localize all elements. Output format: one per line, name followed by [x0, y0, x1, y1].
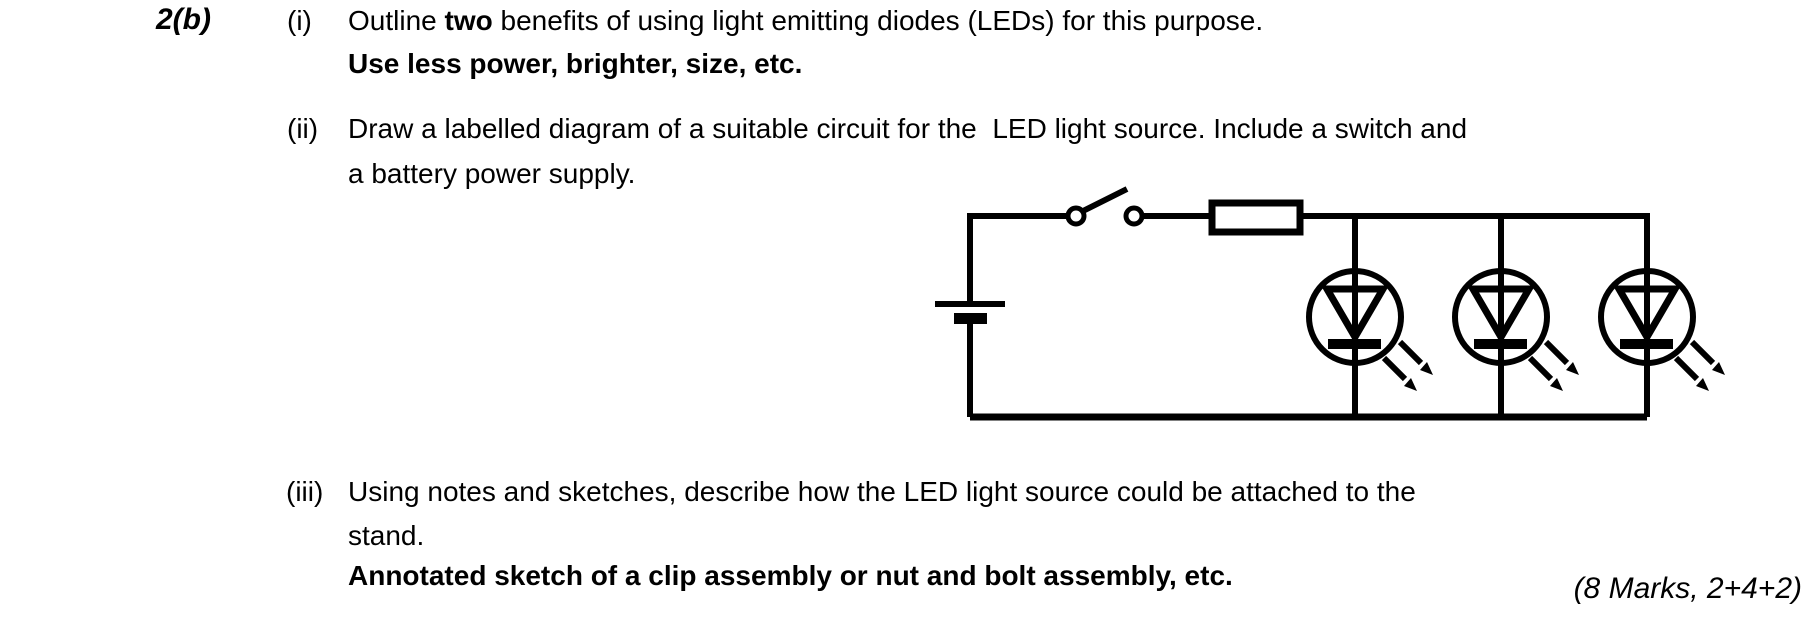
battery-symbol — [935, 301, 1005, 324]
part-ii-prompt-line2: a battery power supply. — [348, 158, 636, 189]
switch-contact-right — [1123, 205, 1145, 227]
part-i-prompt-bold: two — [444, 5, 493, 36]
wire-resistor-to-right — [1300, 213, 1650, 417]
part-iii-prompt-line1: Using notes and sketches, describe how t… — [348, 476, 1416, 507]
part-iii-label: (iii) — [286, 476, 324, 507]
part-i-prompt-post: benefits of using light emitting diodes … — [492, 5, 1264, 36]
led-symbol-2 — [1455, 271, 1579, 391]
part-i-prompt-pre: Outline — [348, 5, 445, 36]
part-iii-answer: Annotated sketch of a clip assembly or n… — [348, 560, 1233, 591]
led-symbol-1 — [1309, 271, 1433, 391]
led-symbol-3 — [1601, 271, 1725, 391]
circuit-wires — [967, 213, 1650, 421]
question-number: 2(b) — [156, 3, 211, 36]
switch-lever — [1079, 186, 1129, 215]
battery-negative-plate — [954, 313, 987, 324]
part-ii-prompt-line1: Draw a labelled diagram of a suitable ci… — [348, 113, 1468, 144]
wire-battery-to-switch — [967, 213, 1066, 302]
resistor-symbol — [1208, 199, 1304, 236]
marks-label: (8 Marks, 2+4+2) — [1573, 572, 1802, 605]
switch-contact-left — [1065, 205, 1087, 227]
circuit-diagram — [935, 186, 1740, 421]
part-i-label: (i) — [287, 5, 312, 36]
part-ii-label: (ii) — [287, 113, 319, 144]
switch-symbol — [1065, 186, 1145, 227]
part-i-answer: Use less power, brighter, size, etc. — [348, 48, 803, 79]
part-i-prompt: Outline two benefits of using light emit… — [348, 4, 1263, 38]
part-iii-prompt-line2: stand. — [348, 520, 425, 551]
